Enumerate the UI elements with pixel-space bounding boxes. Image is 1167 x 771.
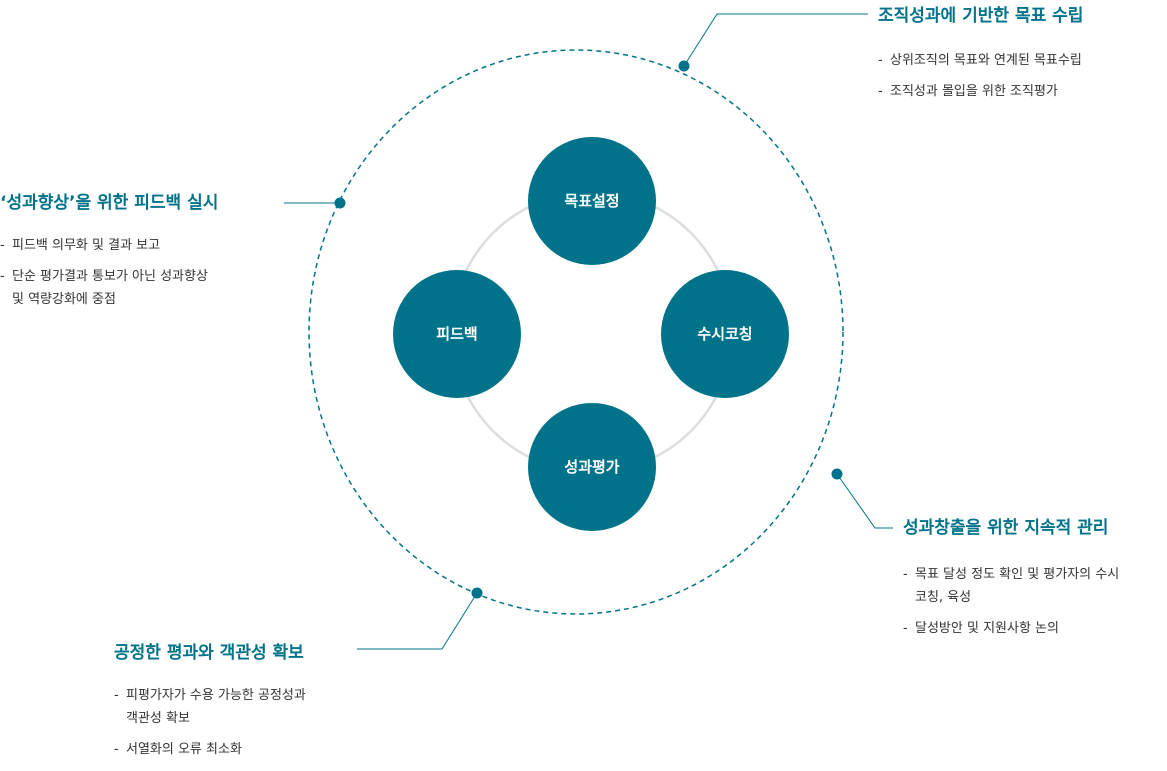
node-feedback: 피드백 — [393, 270, 521, 398]
node-coaching-label: 수시코칭 — [697, 325, 752, 343]
list-item: 서열화의 오류 최소화 — [114, 738, 306, 761]
connector-top-right — [683, 13, 868, 67]
node-coaching-circle — [661, 270, 789, 398]
list-item: 목표 달성 정도 확인 및 평가자의 수시 코칭, 육성 — [903, 563, 1119, 609]
connector-dot-bottom — [471, 587, 483, 599]
node-feedback-circle — [393, 270, 521, 398]
list-item: 달성방안 및 지원사항 논의 — [903, 617, 1119, 640]
connector-right — [836, 473, 893, 529]
node-evaluation-circle — [528, 403, 656, 531]
list-item: 단순 평가결과 통보가 아닌 성과향상 및 역량강화에 중점 — [0, 265, 218, 311]
list-item: 피평가자가 수용 가능한 공정성과 객관성 확보 — [114, 684, 306, 730]
connector-dot-left — [334, 197, 346, 209]
list-item: 상위조직의 목표와 연계된 목표수립 — [878, 49, 1083, 72]
callout-coaching: 성과창출을 위한 지속적 관리 목표 달성 정도 확인 및 평가자의 수시 코칭… — [903, 517, 1119, 640]
connector-dot-right — [831, 468, 843, 480]
callout-coaching-title: 성과창출을 위한 지속적 관리 — [903, 518, 1109, 538]
callout-goal-setting-list: 상위조직의 목표와 연계된 목표수립 조직성과 몰입을 위한 조직평가 — [878, 49, 1083, 103]
callout-goal-setting: 조직성과에 기반한 목표 수립 상위조직의 목표와 연계된 목표수립 조직성과 … — [878, 5, 1083, 103]
node-coaching: 수시코칭 — [661, 270, 789, 398]
callout-goal-setting-title: 조직성과에 기반한 목표 수립 — [878, 6, 1084, 26]
callout-coaching-list: 목표 달성 정도 확인 및 평가자의 수시 코칭, 육성 달성방안 및 지원사항… — [903, 563, 1119, 640]
callout-feedback-list: 피드백 의무화 및 결과 보고 단순 평가결과 통보가 아닌 성과향상 및 역량… — [0, 234, 218, 311]
list-item: 피드백 의무화 및 결과 보고 — [0, 234, 218, 257]
callout-evaluation: 공정한 평과와 객관성 확보 피평가자가 수용 가능한 공정성과 객관성 확보 … — [114, 642, 306, 761]
callout-evaluation-title: 공정한 평과와 객관성 확보 — [114, 643, 304, 663]
list-item: 조직성과 몰입을 위한 조직평가 — [878, 80, 1083, 103]
node-evaluation-label: 성과평가 — [564, 458, 619, 476]
callout-feedback: ‘성과향상’을 위한 피드백 실시 피드백 의무화 및 결과 보고 단순 평가결… — [0, 192, 218, 311]
callout-evaluation-list: 피평가자가 수용 가능한 공정성과 객관성 확보 서열화의 오류 최소화 — [114, 684, 306, 761]
node-evaluation: 성과평가 — [528, 403, 656, 531]
node-feedback-label: 피드백 — [436, 325, 477, 343]
connector-bottom — [357, 592, 478, 650]
node-goal-setting: 목표설정 — [528, 137, 656, 265]
outer-dashed-ring — [308, 49, 844, 615]
node-goal-setting-circle — [528, 137, 656, 265]
node-goal-setting-label: 목표설정 — [564, 192, 619, 210]
connector-dot-top-right — [678, 60, 690, 72]
callout-feedback-title: ‘성과향상’을 위한 피드백 실시 — [0, 193, 219, 213]
